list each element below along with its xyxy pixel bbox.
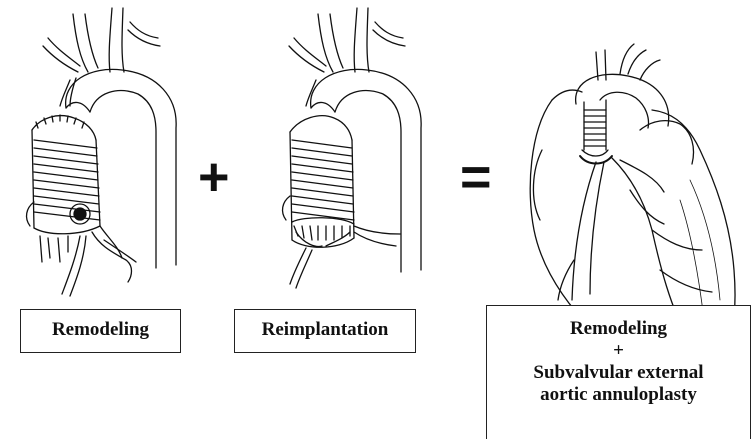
combined-line-2: +: [487, 340, 750, 362]
combined-line-3: Subvalvular external: [487, 362, 750, 384]
equals-operator: =: [460, 150, 492, 204]
plus-operator: +: [198, 150, 230, 204]
remodeling-label: Remodeling: [20, 309, 181, 353]
combined-line-4: aortic annuloplasty: [487, 384, 750, 406]
remodeling-aorta-illustration: [27, 8, 177, 296]
combined-technique-label: Remodeling + Subvalvular external aortic…: [486, 305, 751, 439]
reimplantation-label: Reimplantation: [234, 309, 416, 353]
graft-tube-2: [290, 116, 354, 248]
reimplantation-aorta-illustration: [283, 8, 422, 288]
combined-line-1: Remodeling: [487, 318, 750, 340]
